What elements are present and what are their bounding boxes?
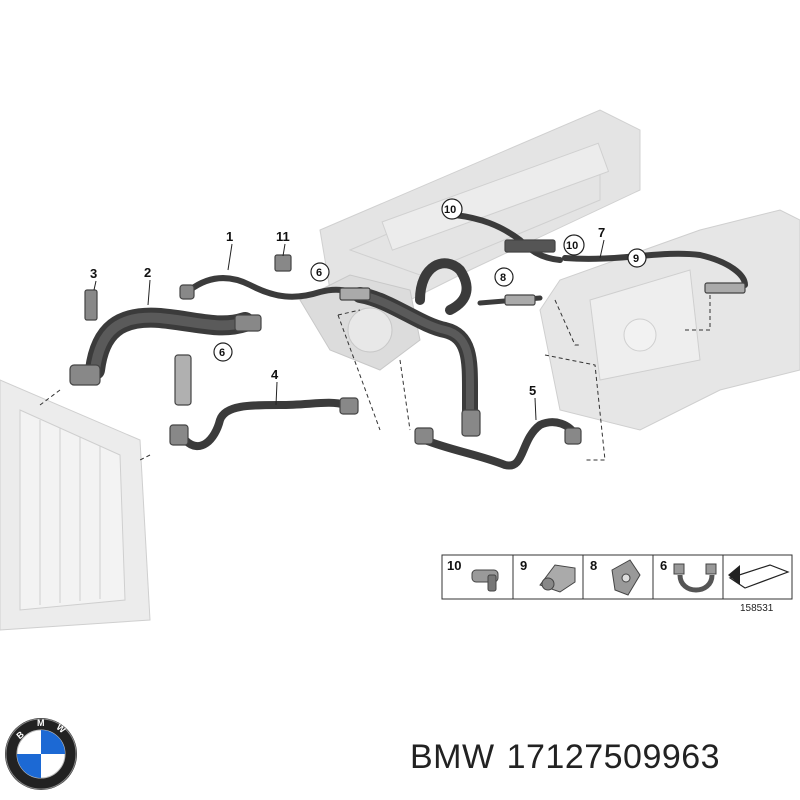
callout-2: 2 — [144, 265, 151, 306]
spring-clamp-icon — [673, 563, 717, 593]
hose-5 — [421, 418, 579, 470]
legend-item-9: 9 — [520, 558, 576, 593]
bracket-clip-icon — [539, 564, 576, 593]
svg-text:10: 10 — [447, 558, 461, 573]
callout-10-left: 10 — [441, 198, 463, 220]
svg-text:B: B — [14, 729, 26, 741]
bmw-logo: B M W — [5, 718, 77, 790]
svg-text:8: 8 — [500, 272, 506, 284]
hose-clamp-icon — [471, 569, 499, 592]
legend-item-10: 10 — [447, 558, 499, 592]
parts-legend: 10 9 8 6 — [441, 554, 793, 600]
svg-text:10: 10 — [444, 204, 456, 216]
brand-name: BMW — [410, 738, 495, 776]
sensor-11 — [274, 254, 292, 272]
svg-text:M: M — [37, 718, 45, 728]
svg-text:6: 6 — [219, 347, 225, 359]
leader-lines — [39, 295, 711, 461]
holder-clip-icon — [611, 559, 641, 596]
callout-8: 8 — [494, 267, 514, 287]
radiator — [0, 379, 151, 631]
svg-text:3: 3 — [90, 266, 97, 281]
callout-7: 7 — [598, 225, 605, 259]
svg-text:9: 9 — [520, 558, 527, 573]
sensor-3 — [84, 289, 98, 321]
callout-11: 11 — [276, 229, 290, 257]
callout-9: 9 — [627, 248, 647, 268]
svg-text:8: 8 — [590, 558, 597, 573]
reference-number: 158531 — [740, 603, 774, 614]
svg-text:1: 1 — [226, 229, 233, 244]
legend-item-8: 8 — [590, 558, 641, 596]
svg-text:5: 5 — [529, 383, 536, 398]
callout-4: 4 — [271, 367, 279, 406]
part-caption: BMW 17127509963 — [410, 738, 795, 788]
hose-7 — [562, 250, 748, 288]
svg-text:7: 7 — [598, 225, 605, 240]
callout-6-upper: 6 — [310, 262, 330, 282]
svg-text:2: 2 — [144, 265, 151, 280]
callouts: 1 2 3 4 5 7 11 6 — [90, 198, 647, 421]
svg-text:10: 10 — [566, 240, 578, 252]
svg-text:11: 11 — [276, 229, 290, 244]
hose-4 — [181, 398, 349, 450]
svg-text:6: 6 — [660, 558, 667, 573]
fittings — [69, 239, 746, 446]
direction-arrow-icon — [728, 564, 790, 589]
callout-1: 1 — [226, 229, 233, 271]
callout-3: 3 — [90, 266, 97, 291]
svg-text:9: 9 — [633, 253, 639, 265]
part-number: 17127509963 — [506, 738, 721, 776]
hose-1 — [187, 275, 358, 300]
callout-5: 5 — [529, 383, 537, 421]
legend-item-6: 6 — [660, 558, 717, 593]
callout-10-right: 10 — [563, 234, 585, 256]
callout-6-lower: 6 — [213, 342, 233, 362]
svg-text:4: 4 — [271, 367, 279, 382]
svg-text:6: 6 — [316, 267, 322, 279]
